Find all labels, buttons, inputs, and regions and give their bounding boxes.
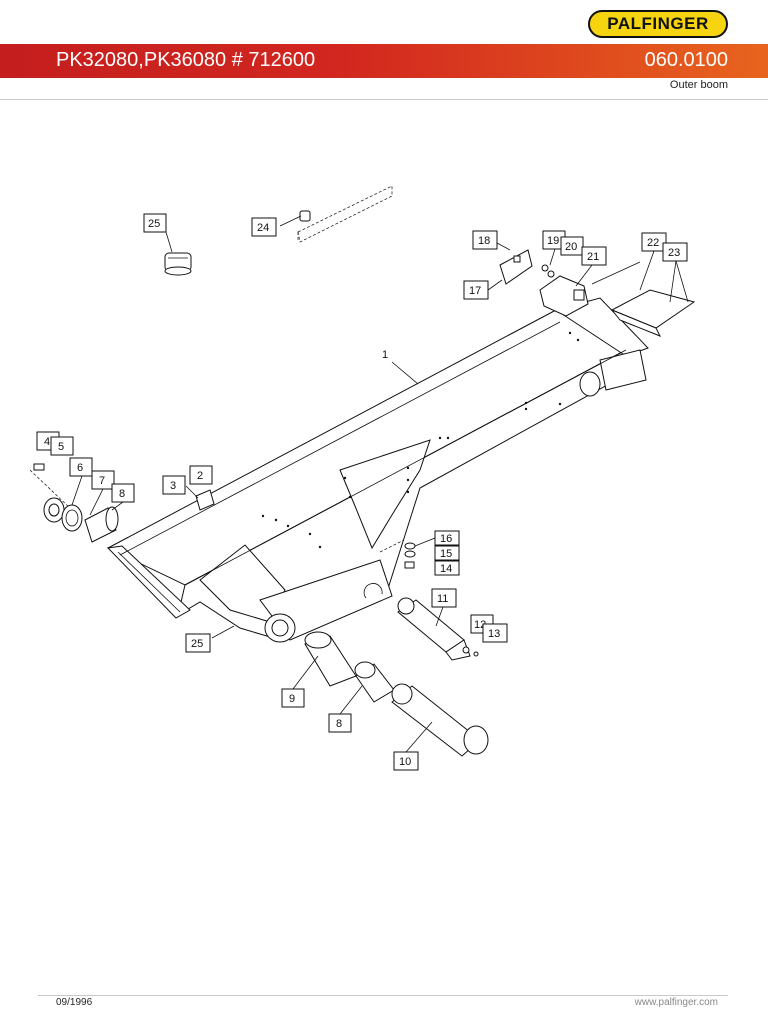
svg-text:3: 3 bbox=[170, 480, 176, 492]
svg-text:19: 19 bbox=[547, 235, 559, 247]
part-25-plug-top bbox=[164, 252, 192, 276]
callout-25-bottom: 25 bbox=[185, 633, 211, 653]
svg-text:17: 17 bbox=[469, 285, 481, 297]
footer-website[interactable]: www.palfinger.com bbox=[634, 997, 718, 1008]
callout-20: 20 bbox=[560, 236, 584, 256]
svg-text:6: 6 bbox=[77, 462, 83, 474]
svg-text:11: 11 bbox=[437, 593, 448, 605]
svg-text:8: 8 bbox=[119, 488, 125, 500]
svg-text:18: 18 bbox=[478, 235, 490, 247]
callout-8-left: 8 bbox=[111, 483, 135, 503]
svg-text:10: 10 bbox=[399, 756, 411, 768]
title-banner: PK32080,PK36080 # 712600 060.0100 bbox=[0, 44, 768, 78]
page-title: PK32080,PK36080 # 712600 bbox=[56, 49, 316, 71]
parts-diagram: 1 25 24 18 19 20 21 22 23 17 4 5 6 7 8 3… bbox=[29, 185, 696, 771]
callout-8-bottom: 8 bbox=[328, 713, 352, 733]
part-2-3-pin bbox=[185, 485, 215, 511]
svg-text:14: 14 bbox=[440, 563, 452, 575]
callout-19: 19 bbox=[542, 230, 566, 250]
svg-text:5: 5 bbox=[58, 441, 64, 453]
callout-18: 18 bbox=[472, 230, 498, 250]
part-10-tube bbox=[391, 683, 489, 757]
svg-text:25: 25 bbox=[148, 218, 160, 230]
part-17-18-plate bbox=[487, 242, 533, 291]
part-24-bracket bbox=[279, 185, 393, 243]
part-11-tube bbox=[397, 597, 479, 661]
callout-14: 14 bbox=[434, 560, 460, 576]
brand-name: PALFINGER bbox=[607, 14, 709, 33]
callout-25-top: 25 bbox=[143, 213, 167, 233]
svg-text:20: 20 bbox=[565, 241, 577, 253]
palfinger-logo: PALFINGER bbox=[588, 10, 728, 38]
page-subtitle: Outer boom bbox=[669, 79, 728, 91]
callout-13: 13 bbox=[482, 623, 508, 643]
footer-divider bbox=[38, 995, 728, 996]
callout-16: 16 bbox=[434, 530, 460, 546]
outer-boom bbox=[106, 297, 649, 643]
callout-17: 17 bbox=[463, 280, 489, 300]
left-bushings bbox=[29, 463, 119, 543]
footer-date: 09/1996 bbox=[56, 997, 93, 1008]
part-22-23-plate bbox=[591, 261, 696, 337]
svg-text:16: 16 bbox=[440, 533, 452, 545]
part-9-sleeve bbox=[304, 631, 357, 687]
callout-5: 5 bbox=[50, 436, 74, 456]
callout-3: 3 bbox=[162, 475, 186, 495]
part-19-20-21-bracket bbox=[539, 264, 589, 317]
callout-10: 10 bbox=[393, 751, 419, 771]
svg-text:9: 9 bbox=[289, 693, 295, 705]
svg-text:2: 2 bbox=[197, 470, 203, 482]
callout-15: 15 bbox=[434, 545, 460, 561]
callout-6: 6 bbox=[69, 457, 93, 477]
svg-text:23: 23 bbox=[668, 247, 680, 259]
callout-11: 11 bbox=[431, 588, 457, 608]
part-8-bushing bbox=[354, 661, 395, 703]
callout-2: 2 bbox=[189, 465, 213, 485]
callout-21: 21 bbox=[581, 246, 607, 266]
svg-text:4: 4 bbox=[44, 436, 50, 448]
svg-text:13: 13 bbox=[488, 628, 500, 640]
svg-text:24: 24 bbox=[257, 222, 269, 234]
callout-22: 22 bbox=[641, 232, 667, 252]
callout-23: 23 bbox=[662, 242, 688, 262]
callout-labels: 1 25 24 18 19 20 21 22 23 17 4 5 6 7 8 3… bbox=[36, 213, 689, 771]
part-14-15-16-fasteners bbox=[379, 539, 416, 569]
boom-label: 1 bbox=[382, 349, 388, 361]
svg-text:8: 8 bbox=[336, 718, 342, 730]
page-code: 060.0100 bbox=[644, 49, 728, 71]
svg-text:25: 25 bbox=[191, 638, 203, 650]
svg-text:21: 21 bbox=[587, 251, 599, 263]
svg-text:15: 15 bbox=[440, 548, 452, 560]
callout-24: 24 bbox=[251, 217, 277, 237]
callout-9: 9 bbox=[281, 688, 305, 708]
part-25-plug-bottom bbox=[211, 625, 235, 639]
svg-text:7: 7 bbox=[99, 475, 105, 487]
callout-7: 7 bbox=[91, 470, 115, 490]
header-divider bbox=[0, 99, 768, 100]
svg-text:22: 22 bbox=[647, 237, 659, 249]
